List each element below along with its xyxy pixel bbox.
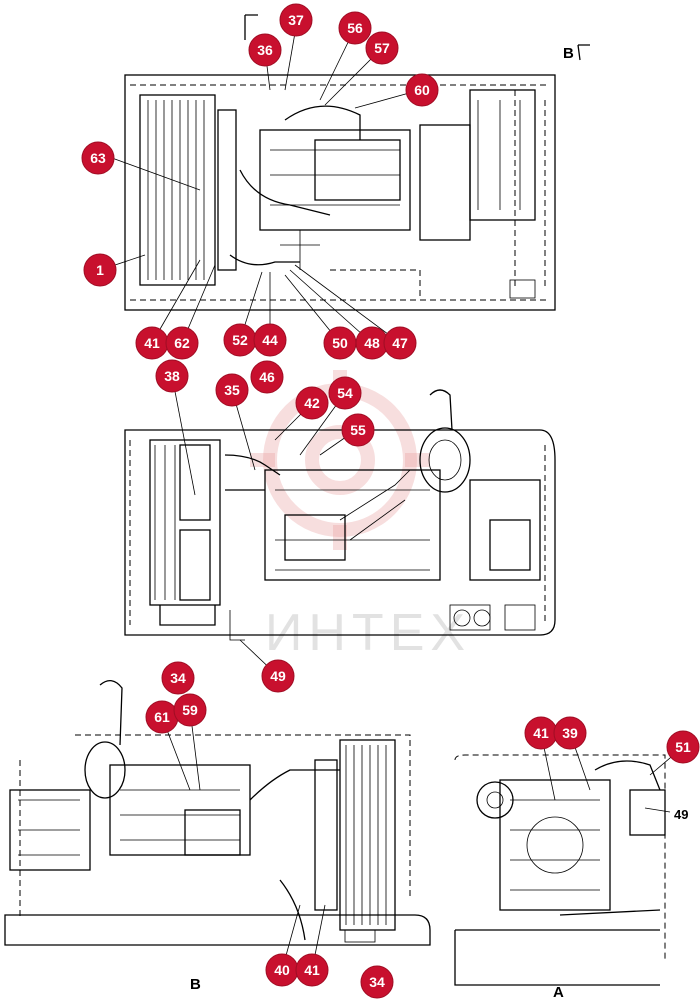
svg-text:1: 1 [96,262,104,278]
svg-text:41: 41 [144,335,160,351]
svg-text:34: 34 [369,974,385,990]
callout-41-view-b[interactable]: 41 [295,953,329,987]
svg-text:51: 51 [675,739,691,755]
view-b-arrow [577,44,590,61]
callout-41-top[interactable]: 41 [135,326,169,360]
svg-text:36: 36 [257,42,273,58]
svg-text:63: 63 [90,150,106,166]
callout-46[interactable]: 46 [250,360,284,394]
callout-35[interactable]: 35 [215,373,249,407]
callout-50[interactable]: 50 [323,326,357,360]
callout-60[interactable]: 60 [405,73,439,107]
callout-42[interactable]: 42 [295,386,329,420]
callout-44[interactable]: 44 [253,323,287,357]
svg-text:37: 37 [288,12,304,28]
callout-47[interactable]: 47 [383,326,417,360]
view-b-drawing [4,680,431,946]
callout-52[interactable]: 52 [223,323,257,357]
svg-text:48: 48 [364,335,380,351]
callout-37[interactable]: 37 [279,3,313,37]
svg-text:60: 60 [414,82,430,98]
view-a-drawing [454,754,666,986]
callout-55[interactable]: 55 [341,413,375,447]
svg-text:59: 59 [182,702,198,718]
view-a-label: A [553,984,564,1000]
svg-text:46: 46 [259,369,275,385]
svg-text:56: 56 [347,20,363,36]
callout-62[interactable]: 62 [165,326,199,360]
svg-text:50: 50 [332,335,348,351]
svg-text:34: 34 [170,670,186,686]
view-b-marker: B [563,45,574,62]
callout-1[interactable]: 1 [83,253,117,287]
callout-36[interactable]: 36 [248,33,282,67]
svg-text:44: 44 [262,332,278,348]
callout-61[interactable]: 61 [145,700,179,734]
callout-51[interactable]: 51 [666,730,700,764]
callout-40[interactable]: 40 [265,953,299,987]
callout-54[interactable]: 54 [328,376,362,410]
callout-41-view-a[interactable]: 41 [524,716,558,750]
svg-text:39: 39 [562,725,578,741]
svg-text:54: 54 [337,385,353,401]
callout-34-middle[interactable]: 34 [161,661,195,695]
svg-text:49: 49 [270,668,286,684]
svg-text:47: 47 [392,335,408,351]
svg-text:38: 38 [164,368,180,384]
callout-57[interactable]: 57 [365,31,399,65]
callout-34-view-b[interactable]: 34 [360,965,394,999]
svg-text:57: 57 [374,40,390,56]
callout-59[interactable]: 59 [173,693,207,727]
svg-text:61: 61 [154,709,170,725]
svg-text:52: 52 [232,332,248,348]
label-49-view-a: 49 [674,807,688,822]
svg-text:41: 41 [304,962,320,978]
svg-text:40: 40 [274,962,290,978]
watermark-text: ИНТЕХ [265,604,471,662]
svg-text:42: 42 [304,395,320,411]
svg-text:35: 35 [224,382,240,398]
svg-text:62: 62 [174,335,190,351]
svg-text:41: 41 [533,725,549,741]
middle-view-drawing [124,389,556,641]
callout-56[interactable]: 56 [338,11,372,45]
view-b-label: B [190,976,201,993]
callout-48[interactable]: 48 [355,326,389,360]
leader-49-view-a [644,807,671,813]
svg-text:55: 55 [350,422,366,438]
callout-39[interactable]: 39 [553,716,587,750]
callout-38[interactable]: 38 [155,359,189,393]
top-view-drawing [124,74,556,311]
callout-49[interactable]: 49 [261,659,295,693]
view-a-arrow [244,14,258,40]
callout-63[interactable]: 63 [81,141,115,175]
